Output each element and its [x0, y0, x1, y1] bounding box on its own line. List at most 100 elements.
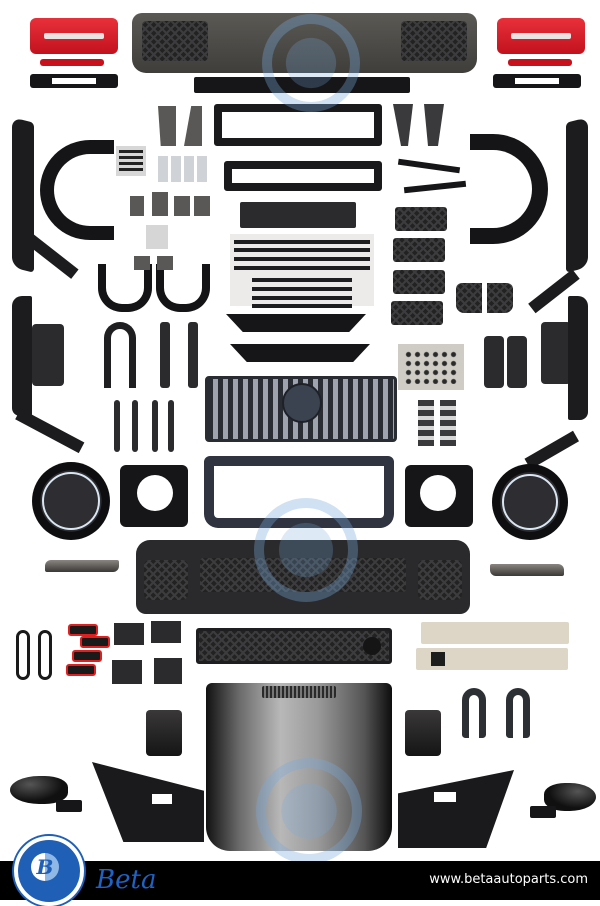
wiring-harness-left: [16, 630, 30, 680]
front-bumper-grille-center: [200, 558, 406, 592]
front-bumper-support: [214, 104, 382, 146]
arch-trim-pillar: [188, 322, 198, 388]
headlamp-bezel-right: [405, 465, 473, 527]
license-plate-holder: [240, 202, 356, 228]
air-intake-hose-right: [506, 688, 530, 738]
rear-lamp-lightbar: [511, 33, 571, 39]
fog-lamp-bezel-left: [146, 710, 182, 756]
headlamp-left: [32, 462, 110, 540]
hardware-kit: [398, 344, 464, 390]
front-bumper-grille-left: [144, 560, 188, 600]
bracket-plate: [158, 106, 176, 146]
side-grille-insert: [393, 238, 445, 262]
rear-fender-flare-right: [568, 296, 588, 420]
vent-insert-left: [456, 283, 482, 313]
turn-signal-left: [45, 560, 119, 572]
mirror-right-arm: [530, 806, 556, 818]
drl-light-3: [72, 650, 102, 662]
bumper-inner-panel: [154, 658, 182, 684]
beige-trim-panel-lower: [416, 648, 568, 670]
drl-light-2: [80, 636, 110, 648]
license-plate-frame: [224, 161, 382, 191]
front-fender-right: [398, 770, 514, 848]
lower-grille: [196, 628, 392, 664]
brand-logo: B: [14, 836, 84, 906]
drl-ring: [502, 474, 558, 530]
grille-emblem-mount: [282, 383, 322, 423]
grille-slats-kit: [230, 234, 374, 306]
arch-trim-pillar: [160, 322, 170, 388]
bracket-plate: [184, 106, 202, 146]
center-bracket: [157, 256, 173, 270]
step-bracket-right: [156, 264, 210, 312]
step-bracket-left: [98, 264, 152, 312]
front-fender-left: [92, 762, 204, 842]
drl-ring: [42, 472, 100, 530]
website-url[interactable]: www.betaautoparts.com: [429, 872, 588, 887]
bumper-rail-upper: [226, 314, 366, 332]
hood: [206, 683, 392, 851]
arch-trim-left: [104, 322, 136, 388]
mirror-left-arm: [56, 800, 82, 812]
rear-bumper-lower-trim: [194, 77, 410, 93]
wheel-arch-liner-left: [40, 140, 114, 240]
mount-bracket: [152, 192, 168, 216]
bracket-plate-right: [424, 104, 444, 146]
headlamp-bezel-left: [120, 465, 188, 527]
brand-name: Beta: [96, 865, 157, 895]
fender-flare-left: [12, 117, 34, 273]
bumper-inner-panel: [151, 621, 181, 643]
bumper-rail-lower: [230, 344, 370, 362]
front-bumper: [136, 540, 470, 614]
rear-lamp-lightbar: [44, 33, 104, 39]
drl-light-1: [68, 624, 98, 636]
mud-guard-right: [541, 322, 571, 384]
rear-reflector-right: [508, 59, 572, 66]
wheel-arch-liner-right: [470, 134, 548, 244]
headlamp-right: [492, 464, 568, 540]
front-grille: [205, 376, 397, 442]
vent-frame: [440, 400, 456, 446]
bracket-strip: [168, 400, 174, 452]
logo-letter: B: [36, 855, 54, 879]
turn-signal-right: [490, 564, 564, 576]
mud-guard-left: [32, 324, 64, 386]
logo-emblem: B: [31, 853, 59, 881]
rear-bumper-grille-left: [142, 21, 208, 61]
rear-lamp-left: [30, 18, 118, 54]
air-intake-hose-left: [462, 688, 486, 738]
fender-flare-right: [566, 117, 588, 273]
footer-bar: [0, 861, 600, 900]
rear-bumper: [132, 13, 477, 73]
bumper-inner-panel: [114, 623, 144, 645]
rear-lamp-trim-right: [493, 74, 581, 88]
bracket-strip: [132, 400, 138, 452]
bolt-kit: [116, 146, 146, 176]
bracket-strip: [114, 400, 120, 452]
drl-light-4: [66, 664, 96, 676]
rear-fender-flare-left: [12, 296, 32, 416]
wiring-harness-right: [38, 630, 52, 680]
vent-frame: [418, 400, 434, 446]
rear-reflector-left: [40, 59, 104, 66]
support-arm: [397, 158, 461, 174]
grille-surround-frame: [204, 456, 394, 528]
mount-bracket: [174, 196, 190, 216]
front-bumper-grille-right: [418, 560, 462, 600]
headlamp-housing-right: [507, 336, 527, 388]
bracket-plate-right: [393, 104, 413, 146]
mount-bracket: [194, 196, 210, 216]
mirror-left: [10, 776, 68, 804]
hinge-plates: [158, 156, 210, 182]
headlamp-housing-left: [484, 336, 504, 388]
side-grille-insert: [391, 301, 443, 325]
bracket-strip: [152, 400, 158, 452]
rear-lamp-right: [497, 18, 585, 54]
bumper-inner-panel: [112, 660, 142, 684]
hood-vent: [262, 686, 336, 698]
vent-insert-right: [487, 283, 513, 313]
side-grille-insert: [393, 270, 445, 294]
side-grille-insert: [395, 207, 447, 231]
mount-bracket: [130, 196, 144, 216]
screw-kit: [146, 225, 168, 249]
